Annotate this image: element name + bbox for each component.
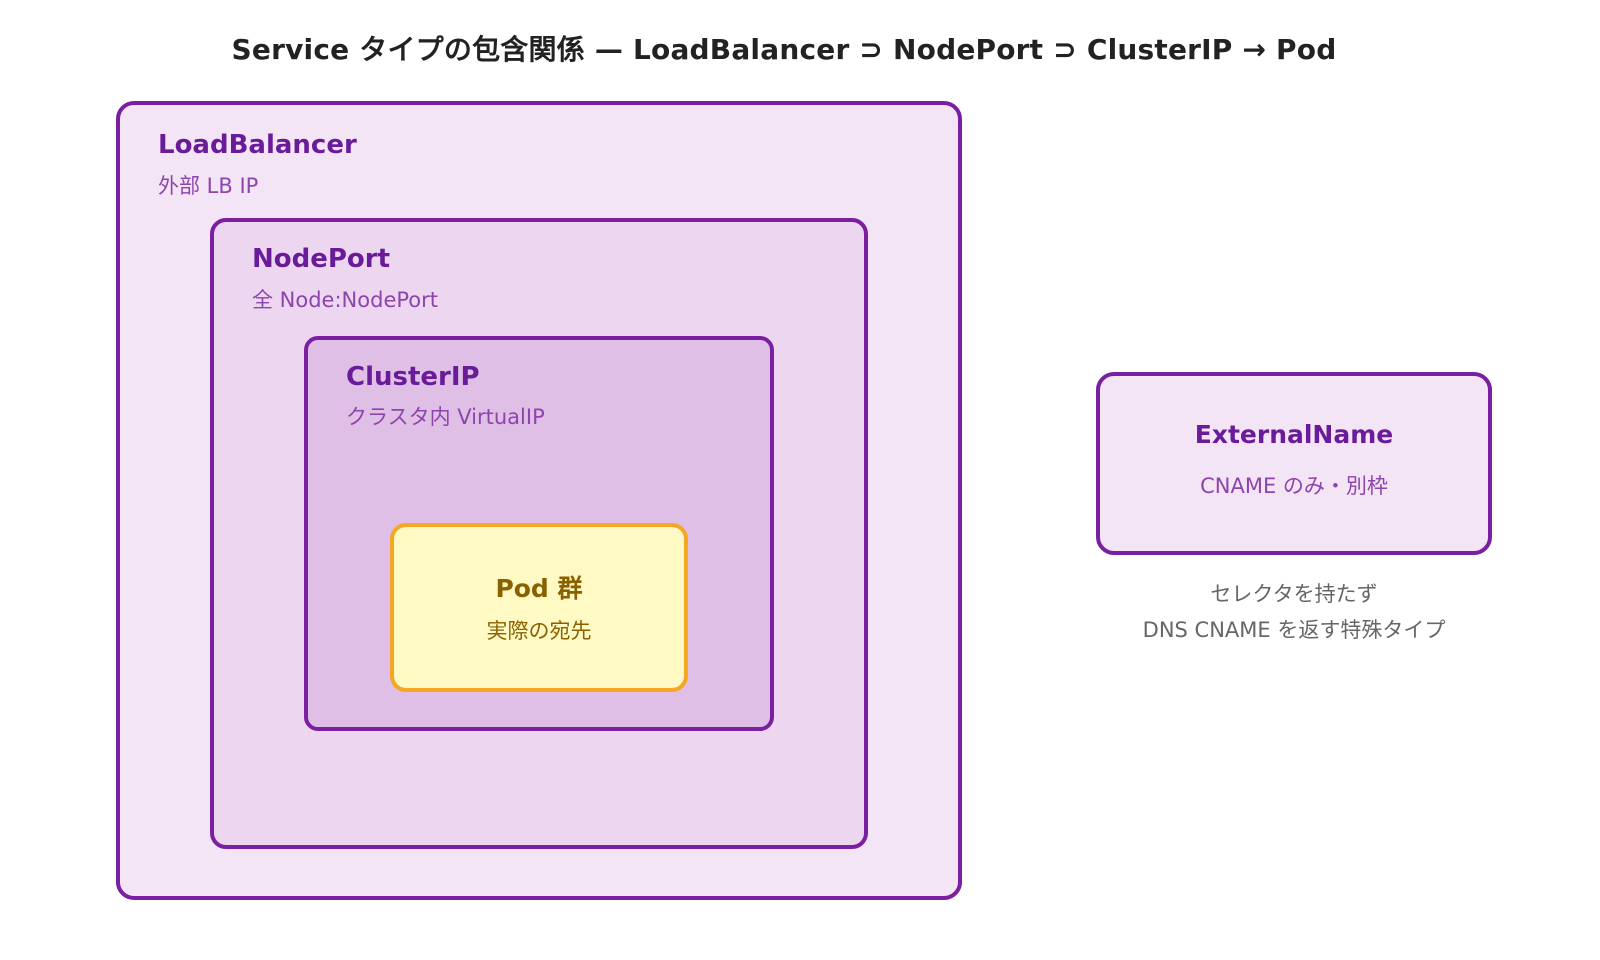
nodeport-desc: 全 Node:NodePort [252,288,438,312]
pod-desc: 実際の宛先 [486,619,592,643]
externalname-note-line1: セレクタを持たず [1210,582,1378,606]
clusterip-title: ClusterIP [346,362,480,392]
externalname-note-line2: DNS CNAME を返す特殊タイプ [1142,618,1446,642]
clusterip-box: ClusterIP クラスタ内 VirtualIP [304,336,774,731]
pod-title: Pod 群 [495,574,583,603]
diagram-title: Service タイプの包含関係 — LoadBalancer ⊃ NodePo… [231,33,1337,66]
externalname-title: ExternalName [1194,420,1394,449]
loadbalancer-title: LoadBalancer [158,130,357,160]
externalname-box: ExternalName CNAME のみ・別枠 [1096,372,1492,555]
clusterip-desc: クラスタ内 VirtualIP [346,405,545,429]
loadbalancer-desc: 外部 LB IP [158,174,259,198]
pod-box: Pod 群 実際の宛先 [390,523,688,692]
externalname-desc: CNAME のみ・別枠 [1200,474,1388,498]
nodeport-title: NodePort [252,244,391,274]
